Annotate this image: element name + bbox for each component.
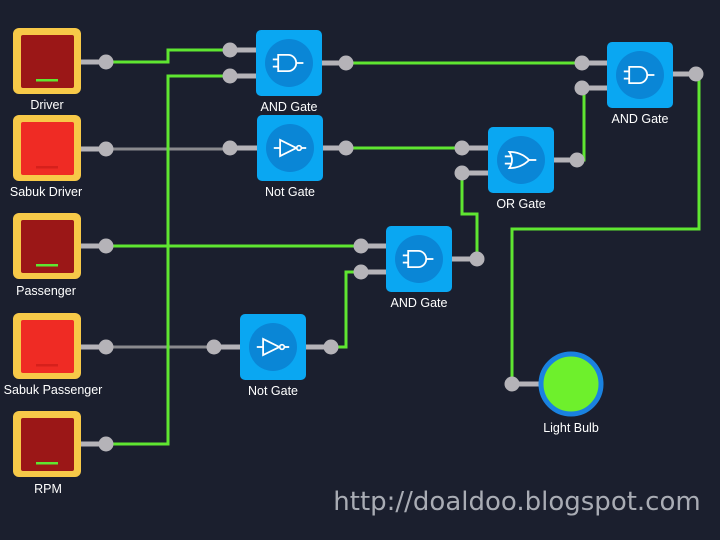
- output-connector[interactable]: [469, 251, 485, 267]
- output-connector[interactable]: [338, 140, 354, 156]
- wire-not2-to-and2[interactable]: [331, 270, 361, 349]
- watermark-url: http://doaldoo.blogspot.com: [333, 487, 700, 517]
- not-gate-2[interactable]: Not Gate: [206, 314, 339, 398]
- gate-label: AND Gate: [612, 112, 669, 126]
- switch-indicator: [36, 264, 58, 267]
- input-label: Sabuk Passenger: [4, 383, 103, 397]
- output-connector[interactable]: [98, 238, 114, 254]
- switch-face[interactable]: [21, 122, 74, 175]
- gate-label: OR Gate: [496, 197, 545, 211]
- output-connector[interactable]: [98, 339, 114, 355]
- and-gate-3[interactable]: AND Gate: [574, 42, 704, 126]
- input-connector-b[interactable]: [574, 80, 590, 96]
- wire-and2-to-or[interactable]: [460, 173, 479, 259]
- and-gate-2[interactable]: AND Gate: [353, 226, 485, 310]
- output-connector[interactable]: [688, 66, 704, 82]
- input-sabuk-passenger[interactable]: Sabuk Passenger: [4, 313, 114, 397]
- output-connector[interactable]: [338, 55, 354, 71]
- input-connector-a[interactable]: [574, 55, 590, 71]
- input-driver[interactable]: Driver: [13, 28, 114, 112]
- input-connector-b[interactable]: [454, 165, 470, 181]
- switch-indicator: [36, 166, 58, 169]
- bulb-label: Light Bulb: [543, 421, 599, 435]
- wire-or-to-and3[interactable]: [577, 86, 586, 162]
- input-connector-b[interactable]: [353, 264, 369, 280]
- input-connector-a[interactable]: [454, 140, 470, 156]
- wire-and3-to-bulb[interactable]: [510, 72, 701, 384]
- input-connector[interactable]: [504, 376, 520, 392]
- output-connector[interactable]: [98, 436, 114, 452]
- input-label: Passenger: [16, 284, 76, 298]
- not-gate-1[interactable]: Not Gate: [222, 115, 354, 199]
- wire-driver-to-and1[interactable]: [106, 48, 230, 64]
- gate-label: Not Gate: [265, 185, 315, 199]
- gate-label: AND Gate: [391, 296, 448, 310]
- and-gate-1[interactable]: AND Gate: [222, 30, 354, 114]
- switch-face[interactable]: [21, 220, 74, 273]
- light-bulb-output[interactable]: Light Bulb: [504, 351, 604, 435]
- input-label: Driver: [30, 98, 63, 112]
- output-connector[interactable]: [569, 152, 585, 168]
- switch-indicator: [36, 462, 58, 465]
- gate-label: Not Gate: [248, 384, 298, 398]
- gate-label: AND Gate: [261, 100, 318, 114]
- input-connector-a[interactable]: [353, 238, 369, 254]
- output-connector[interactable]: [98, 54, 114, 70]
- input-passenger[interactable]: Passenger: [13, 213, 114, 298]
- switch-indicator: [36, 364, 58, 367]
- wire-rpm-to-and1[interactable]: [106, 74, 230, 446]
- switch-indicator: [36, 79, 58, 82]
- output-connector[interactable]: [98, 141, 114, 157]
- input-connector-a[interactable]: [222, 42, 238, 58]
- input-rpm[interactable]: RPM: [13, 411, 114, 496]
- switch-face[interactable]: [21, 35, 74, 88]
- switch-face[interactable]: [21, 418, 74, 471]
- input-label: Sabuk Driver: [10, 185, 82, 199]
- output-connector[interactable]: [323, 339, 339, 355]
- bulb-icon[interactable]: [538, 351, 604, 417]
- input-label: RPM: [34, 482, 62, 496]
- input-connector[interactable]: [222, 140, 238, 156]
- input-sabuk-driver[interactable]: Sabuk Driver: [10, 115, 114, 199]
- input-connector-b[interactable]: [222, 68, 238, 84]
- input-connector[interactable]: [206, 339, 222, 355]
- or-gate-1[interactable]: OR Gate: [454, 127, 585, 211]
- switch-face[interactable]: [21, 320, 74, 373]
